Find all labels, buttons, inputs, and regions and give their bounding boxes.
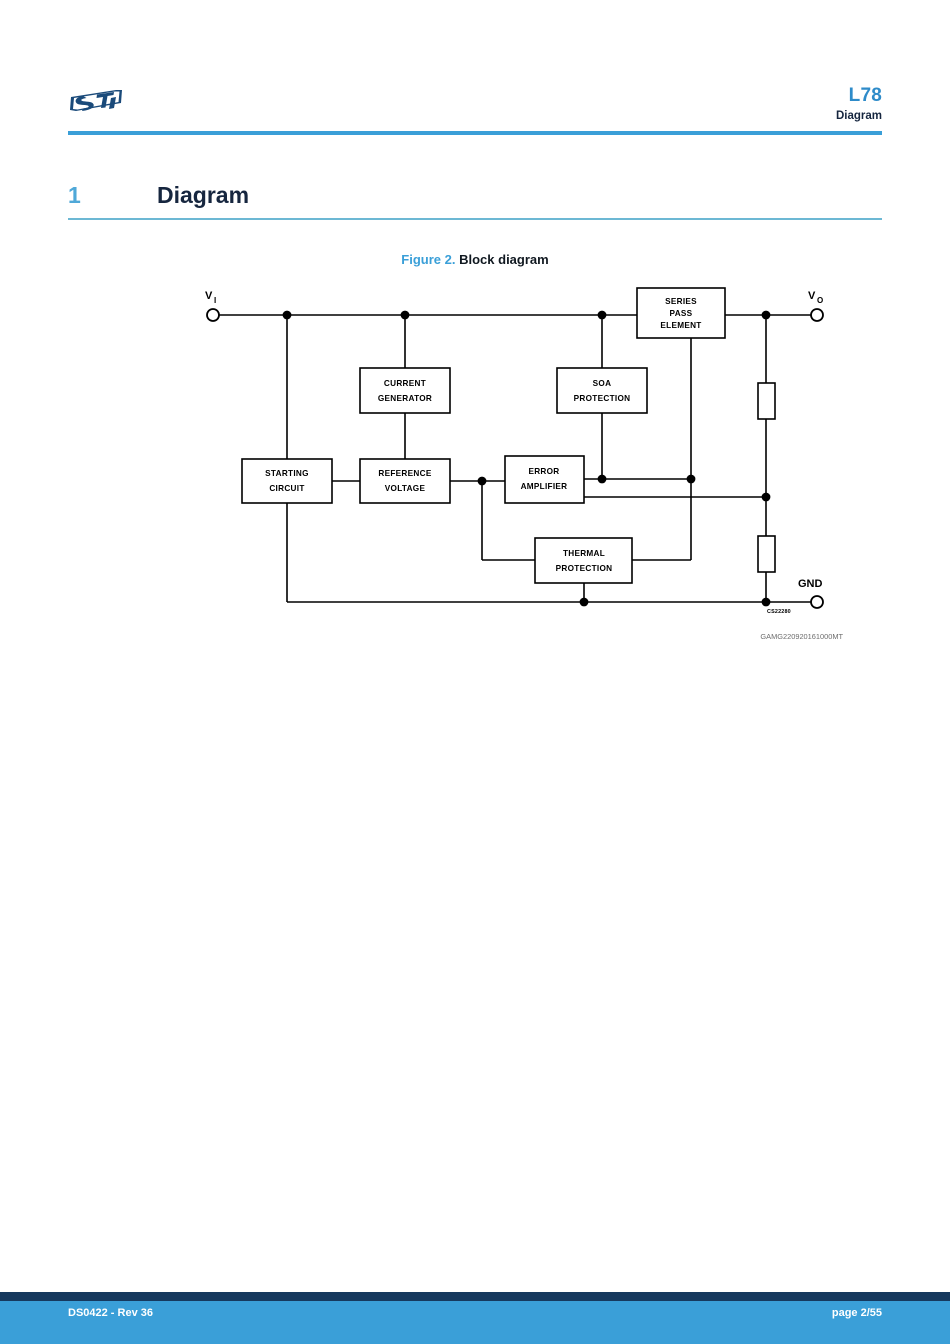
- junction-dot: [686, 474, 696, 484]
- block-label: PASS: [670, 309, 693, 318]
- terminal-subscript: I: [214, 296, 216, 305]
- block-label: CIRCUIT: [269, 484, 304, 493]
- section-number: 1: [68, 182, 81, 208]
- footer-document-id: DS0422 - Rev 36: [68, 1307, 153, 1319]
- terminal-label: V: [205, 290, 213, 302]
- section-divider: [68, 218, 882, 220]
- junction-dots: [282, 310, 771, 607]
- block-current-generator: CURRENT GENERATOR: [359, 367, 451, 414]
- terminal-node-circle: [206, 308, 220, 322]
- block-label: REFERENCE: [378, 469, 431, 478]
- terminal-gnd: GND: [798, 578, 824, 609]
- block-soa-protection: SOA PROTECTION: [556, 367, 648, 414]
- junction-dot: [597, 310, 607, 320]
- block-label: SERIES: [665, 297, 697, 306]
- figure-title: Block diagram: [459, 252, 549, 267]
- page-header: L78 Diagram: [68, 85, 882, 135]
- resistor-upper: [757, 382, 776, 420]
- terminal-node-circle: [810, 308, 824, 322]
- block-diagram: SERIES PASS ELEMENT CURRENT GENERATOR SO…: [205, 287, 843, 641]
- footer-divider: [0, 1292, 950, 1301]
- block-label: THERMAL: [563, 549, 605, 558]
- header-right-group: L78 Diagram: [836, 85, 882, 124]
- block-label: ERROR: [528, 467, 559, 476]
- terminal-vi: V I: [205, 290, 220, 322]
- header-doc-title: L78: [848, 85, 882, 106]
- block-series-pass-element: SERIES PASS ELEMENT: [636, 287, 726, 339]
- figure-label: Figure 2.: [401, 252, 456, 267]
- header-section-name: Diagram: [835, 110, 882, 122]
- footer-band: [0, 1301, 950, 1344]
- footer-page-number: page 2/55: [831, 1307, 882, 1319]
- junction-dot: [477, 476, 487, 486]
- figure-watermark: GAMG220920161000MT: [760, 632, 843, 641]
- block-error-amplifier: ERROR AMPLIFIER: [504, 455, 585, 504]
- junction-dot: [761, 597, 771, 607]
- block-reference-voltage: REFERENCE VOLTAGE: [359, 458, 451, 504]
- block-label: AMPLIFIER: [521, 482, 568, 491]
- terminal-label: GND: [798, 578, 823, 590]
- page-title: Diagram: [157, 182, 250, 208]
- block-label: STARTING: [265, 469, 309, 478]
- block-label: ELEMENT: [660, 321, 701, 330]
- block-label: VOLTAGE: [385, 484, 426, 493]
- terminal-subscript: O: [817, 296, 823, 305]
- terminal-node-circle: [810, 595, 824, 609]
- block-label: PROTECTION: [556, 564, 613, 573]
- junction-dot: [761, 492, 771, 502]
- terminal-vo: V O: [808, 290, 824, 322]
- block-label: PROTECTION: [574, 394, 631, 403]
- junction-dot: [400, 310, 410, 320]
- figure-caption: Figure 2. Block diagram: [0, 252, 950, 267]
- junction-dot: [282, 310, 292, 320]
- drawing-code-label: CS22280: [767, 609, 791, 615]
- block-starting-circuit: STARTING CIRCUIT: [241, 458, 333, 504]
- resistor-lower: [757, 535, 776, 573]
- st-logo: [68, 89, 124, 119]
- block-thermal-protection: THERMAL PROTECTION: [534, 537, 633, 584]
- junction-dot: [579, 597, 589, 607]
- terminal-label: V: [808, 290, 816, 302]
- junction-dot: [597, 474, 607, 484]
- junction-dot: [761, 310, 771, 320]
- block-label: CURRENT: [384, 379, 426, 388]
- block-label: SOA: [593, 379, 612, 388]
- block-label: GENERATOR: [378, 394, 432, 403]
- header-divider: [68, 131, 882, 135]
